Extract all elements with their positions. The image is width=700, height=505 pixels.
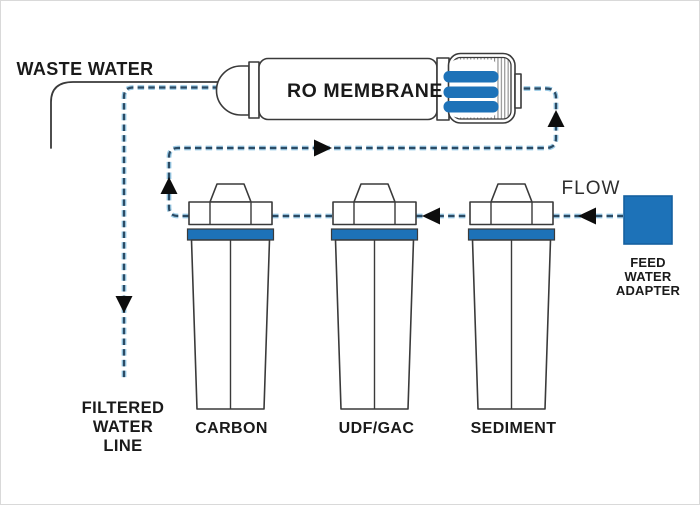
- feed-adapter-label-line3: ADAPTER: [616, 283, 681, 298]
- filtered-water-label-line2: WATER: [93, 418, 153, 436]
- arrow-right-topline-icon: [314, 139, 332, 157]
- arrow-left-sediment-icon: [578, 207, 596, 225]
- filtered-water-label-line1: FILTERED: [82, 399, 165, 417]
- arrow-left-udf-icon: [422, 207, 440, 225]
- filter-blue-band: [186, 228, 275, 241]
- filter-cap: [332, 201, 417, 226]
- ro-membrane: RO MEMBRANE: [215, 52, 522, 124]
- filter-label-sediment: SEDIMENT: [471, 420, 557, 437]
- filter-cap-lines: [490, 202, 533, 225]
- arrow-up-carbon-icon: [160, 177, 178, 194]
- waste-water-line: [50, 81, 220, 149]
- membrane-blue-bar-1: [443, 71, 499, 83]
- ro-membrane-label: RO MEMBRANE: [287, 80, 443, 102]
- filter-label-carbon: CARBON: [195, 420, 268, 437]
- feed-adapter-label-line1: FEED: [630, 255, 665, 270]
- flow-label: FLOW: [562, 178, 621, 199]
- filter-blue-band: [330, 228, 419, 241]
- filter-cap-lines: [209, 202, 252, 225]
- filter-udf-gac: UDF/GAC: [330, 183, 419, 437]
- membrane-left-collar: [248, 61, 260, 119]
- filter-cap: [188, 201, 273, 226]
- waste-water-label: WASTE WATER: [16, 59, 153, 79]
- filter-cap-lines: [353, 202, 396, 225]
- filtered-water-label: FILTERED WATER LINE: [82, 399, 165, 455]
- filter-carbon: CARBON: [186, 183, 275, 437]
- filter-knob: [490, 183, 533, 203]
- feed-adapter-square: [623, 195, 673, 245]
- filter-cap: [469, 201, 554, 226]
- filter-label-udf-gac: UDF/GAC: [339, 420, 415, 437]
- filtered-water-label-line3: LINE: [103, 437, 142, 455]
- filter-knob: [209, 183, 252, 203]
- arrow-down-filtered-icon: [115, 296, 133, 313]
- feed-adapter-label-line2: WATER: [625, 269, 672, 284]
- filter-sediment: SEDIMENT: [467, 183, 557, 437]
- filter-blue-band: [467, 228, 556, 241]
- arrow-up-membrane-icon: [547, 110, 565, 127]
- membrane-blue-bar-3: [443, 101, 499, 113]
- membrane-blue-bar-2: [443, 86, 499, 98]
- membrane-dome-cap: [215, 65, 250, 116]
- membrane-outlet-nub: [514, 73, 522, 109]
- filter-knob: [353, 183, 396, 203]
- feed-water-adapter: FEED WATER ADAPTER: [616, 195, 681, 298]
